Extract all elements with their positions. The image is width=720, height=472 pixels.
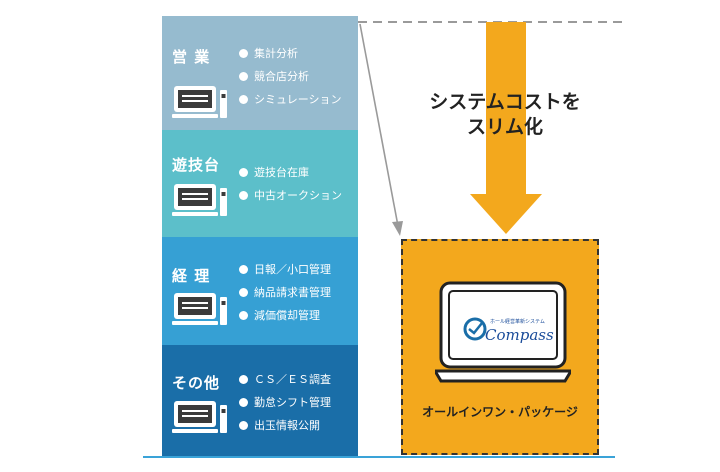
list-item: 納品請求書管理 — [239, 281, 331, 304]
baseline — [143, 456, 615, 458]
computer-icon — [172, 184, 227, 216]
panel-sales: 営 業 集計分析 競合店分析 シミュレーション — [162, 16, 358, 130]
panel-title: その他 — [172, 374, 221, 392]
bullet-list: 遊技台在庫 中古オークション — [239, 161, 342, 207]
bullet-list: ＣＳ／ＥＳ調査 勤怠シフト管理 出玉情報公開 — [239, 368, 331, 437]
headline: システムコストを スリム化 — [410, 90, 600, 140]
bullet-icon — [239, 168, 248, 177]
package-label: オールインワン・パッケージ — [422, 405, 578, 419]
list-item: 出玉情報公開 — [239, 414, 331, 437]
computer-icon — [172, 401, 227, 433]
list-item: 遊技台在庫 — [239, 161, 342, 184]
list-item: 中古オークション — [239, 184, 342, 207]
bullet-list: 日報／小口管理 納品請求書管理 減価償却管理 — [239, 258, 331, 327]
bullet-icon — [239, 191, 248, 200]
bullet-icon — [239, 375, 248, 384]
list-item: 減価償却管理 — [239, 304, 331, 327]
panel-title: 営 業 — [172, 48, 211, 66]
logo-text: Compass — [485, 326, 554, 344]
bullet-icon — [239, 421, 248, 430]
bullet-icon — [239, 49, 248, 58]
panel-accounting: 経 理 日報／小口管理 納品請求書管理 減価償却管理 — [162, 237, 358, 345]
panel-title: 経 理 — [172, 267, 211, 285]
computer-icon — [172, 86, 227, 118]
list-item: シミュレーション — [239, 88, 342, 111]
bullet-icon — [239, 95, 248, 104]
list-item: 競合店分析 — [239, 65, 342, 88]
list-item: 日報／小口管理 — [239, 258, 331, 281]
computer-icon — [172, 293, 227, 325]
down-arrow-icon — [470, 22, 542, 234]
compass-logo-icon — [463, 317, 487, 341]
panel-other: その他 ＣＳ／ＥＳ調査 勤怠シフト管理 出玉情報公開 — [162, 345, 358, 456]
panel-title: 遊技台 — [172, 156, 221, 174]
headline-line-2: スリム化 — [466, 116, 543, 138]
logo-subtext: ホール経営革新システム — [490, 319, 545, 325]
list-item: 集計分析 — [239, 42, 342, 65]
panel-machines: 遊技台 遊技台在庫 中古オークション — [162, 130, 358, 237]
bullet-icon — [239, 72, 248, 81]
bullet-icon — [239, 398, 248, 407]
bullet-icon — [239, 265, 248, 274]
list-item: 勤怠シフト管理 — [239, 391, 331, 414]
laptop-icon — [435, 281, 571, 383]
bullet-icon — [239, 311, 248, 320]
package-box: ホール経営革新システム Compass オールインワン・パッケージ — [401, 239, 599, 455]
bullet-list: 集計分析 競合店分析 シミュレーション — [239, 42, 342, 111]
headline-line-1: システムコストを — [429, 91, 581, 113]
list-item: ＣＳ／ＥＳ調査 — [239, 368, 331, 391]
bullet-icon — [239, 288, 248, 297]
